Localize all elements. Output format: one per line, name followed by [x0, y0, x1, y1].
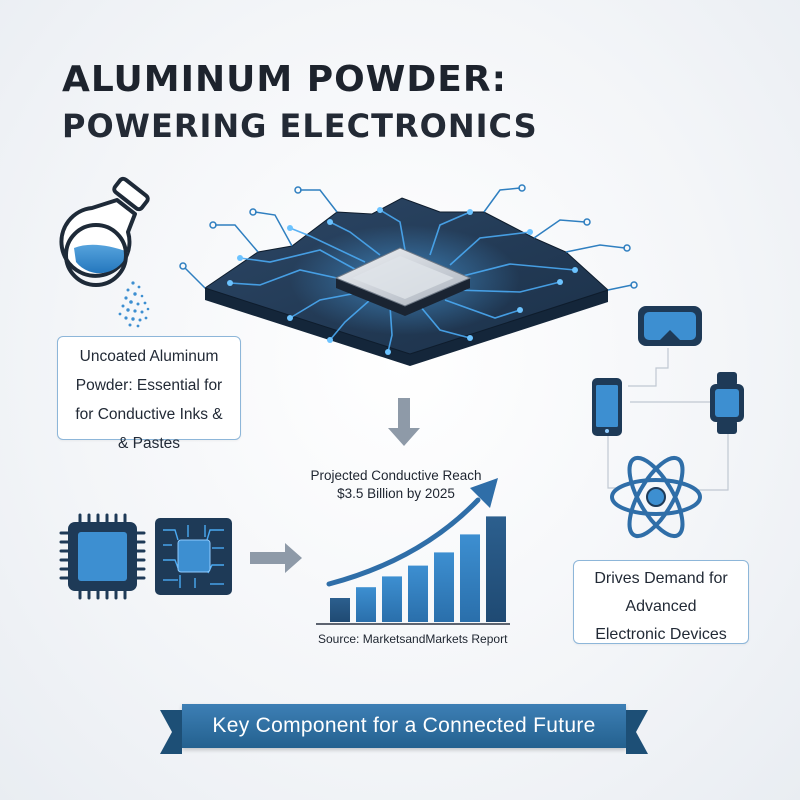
atom-icon: [610, 455, 702, 539]
callout-right-line-3: Electronic Devices: [595, 626, 727, 643]
arrow-down-icon: [388, 398, 420, 446]
callout-left-line-3: for Conductive Inks &: [75, 406, 223, 423]
callout-left-line-1: Uncoated Aluminum: [79, 348, 219, 365]
chart-bar-1: [330, 598, 350, 622]
footer-banner: Key Component for a Connected Future: [160, 704, 648, 754]
circuit-board-icon: [179, 184, 638, 366]
title-line-1: ALUMINUM POWDER:: [62, 59, 507, 100]
trend-arrow: [326, 497, 481, 587]
pcb-icon: [155, 518, 232, 595]
callout-right-line-2: Advanced: [625, 598, 697, 615]
vr-headset-icon: [638, 306, 702, 346]
chart-note-line-1: Projected Conductive Reach: [310, 468, 482, 483]
chart-bar-7: [486, 516, 506, 622]
chart-bar-5: [434, 552, 454, 622]
callout-right-line-1: Drives Demand for: [594, 570, 728, 587]
chart-source: Source: MarketsandMarkets Report: [318, 632, 508, 646]
smartwatch-icon: [710, 372, 744, 434]
trend-arrowhead: [470, 478, 498, 508]
chart-bar-6: [460, 534, 480, 622]
arrow-right-icon: [250, 543, 302, 573]
smartphone-icon: [592, 378, 622, 436]
bar-chart: [316, 478, 510, 625]
chart-bar-2: [356, 587, 376, 622]
device-network-lines: [607, 348, 729, 491]
chart-bar-4: [408, 565, 428, 622]
title-line-2: POWERING ELECTRONICS: [62, 107, 538, 145]
flask-icon: [59, 176, 150, 287]
callout-uncoated-powder: Uncoated Aluminum Powder: Essential for …: [57, 336, 241, 452]
chip-icon: [59, 513, 146, 600]
powder-icon: [118, 281, 150, 328]
callout-device-demand: Drives Demand for Advanced Electronic De…: [573, 560, 749, 644]
callout-left-line-4: & Pastes: [117, 435, 181, 452]
chart-note-line-2: $3.5 Billion by 2025: [337, 486, 455, 501]
page-title: ALUMINUM POWDER: POWERING ELECTRONICS: [62, 59, 538, 145]
chart-bar-3: [382, 576, 402, 622]
chart-note: Projected Conductive Reach $3.5 Billion …: [296, 467, 496, 503]
callout-left-line-2: Powder: Essential for: [75, 377, 223, 394]
